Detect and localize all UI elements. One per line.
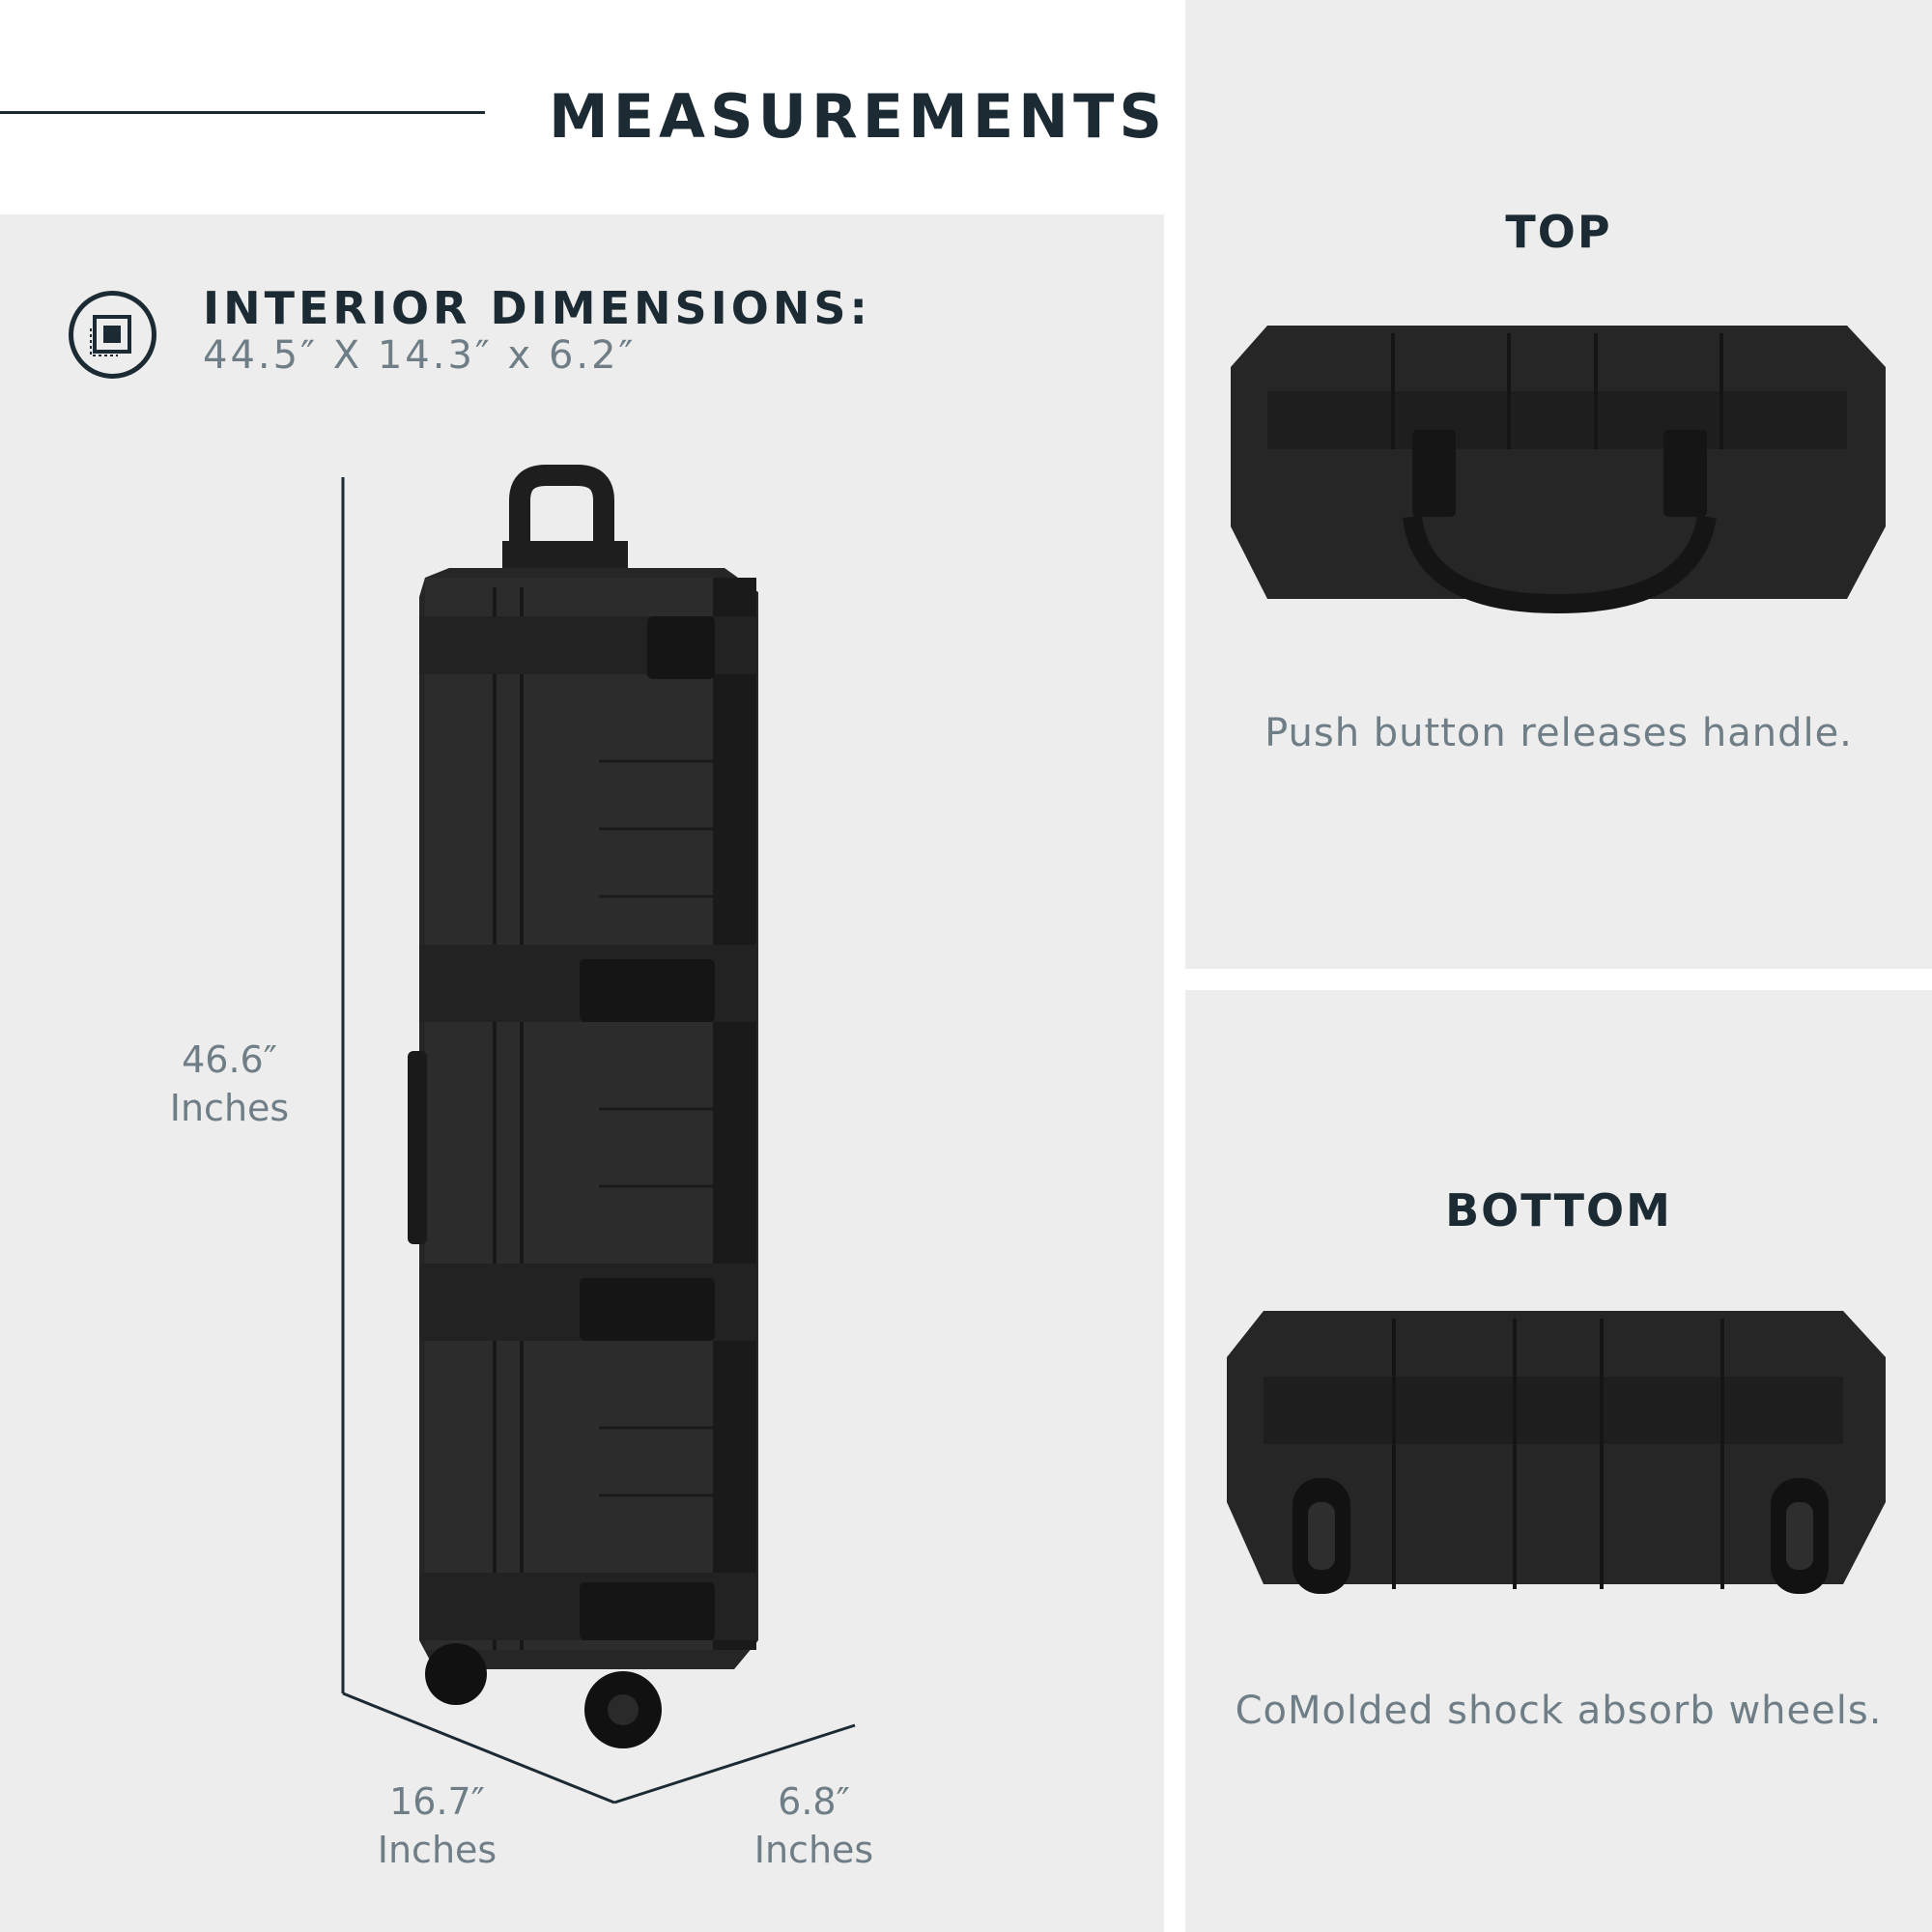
- interior-dimensions-title: INTERIOR DIMENSIONS:: [203, 282, 871, 334]
- width-measurement: 16.7″ Inches: [343, 1777, 531, 1874]
- depth-unit: Inches: [753, 1829, 874, 1871]
- height-measurement: 46.6″ Inches: [135, 1036, 324, 1132]
- case-top-view-image: [1231, 326, 1886, 614]
- interior-dimensions-value: 44.5″ X 14.3″ x 6.2″: [203, 333, 637, 378]
- height-value: 46.6″: [182, 1038, 277, 1081]
- bottom-view-caption: CoMolded shock absorb wheels.: [1235, 1689, 1883, 1733]
- dimensions-icon: [69, 291, 156, 379]
- top-view-title: TOP: [1505, 206, 1612, 258]
- bottom-view-title: BOTTOM: [1445, 1184, 1672, 1236]
- depth-measurement: 6.8″ Inches: [720, 1777, 908, 1874]
- case-bottom-view-image: [1227, 1311, 1886, 1594]
- height-unit: Inches: [169, 1087, 290, 1129]
- width-unit: Inches: [377, 1829, 497, 1871]
- header-rule: [0, 111, 485, 114]
- depth-value: 6.8″: [778, 1780, 850, 1823]
- rolling-case-image: [408, 465, 758, 1748]
- top-view-caption: Push button releases handle.: [1264, 711, 1853, 755]
- page-title: MEASUREMENTS: [549, 81, 1168, 152]
- width-value: 16.7″: [389, 1780, 485, 1823]
